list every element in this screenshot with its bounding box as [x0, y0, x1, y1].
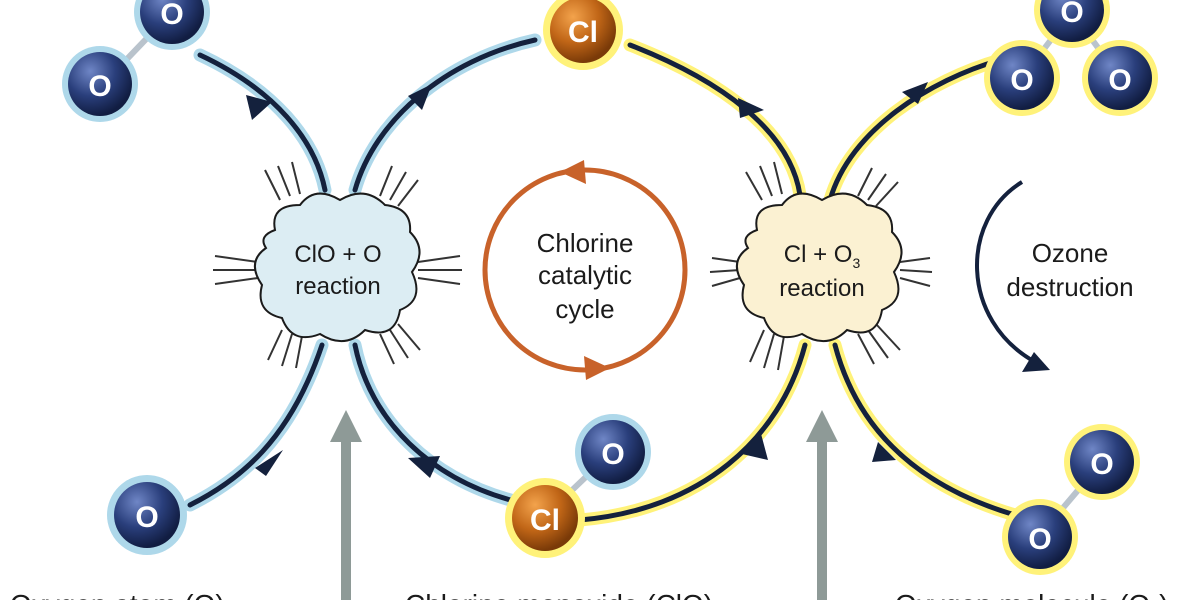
destruction-line2: destruction — [1006, 272, 1133, 302]
chlorine-atom-top: Cl — [543, 0, 623, 70]
arrowhead-clo-in — [408, 456, 440, 478]
oxygen-atom-label: O — [1010, 64, 1033, 97]
oxygen-atom-bottom-left: O — [107, 475, 187, 555]
chlorine-monoxide-molecule: O Cl — [505, 414, 651, 558]
chlorine-atom-label: Cl — [530, 504, 560, 537]
cycle-arrowhead-bottom — [584, 356, 610, 380]
arrowhead-cl-out — [408, 84, 432, 110]
oxygen-atom-label: O — [601, 438, 624, 471]
ozone-destruction: Ozone destruction — [975, 180, 1134, 372]
right-reaction-line1-sub: 3 — [852, 255, 860, 271]
cl-o3-reaction: Cl + O3 reaction — [709, 161, 933, 371]
oxygen-atom-label: O — [1108, 64, 1131, 97]
oxygen-atom-label: O — [1090, 448, 1113, 481]
arrowhead-clo-out — [742, 430, 768, 460]
right-reaction-line1-main: Cl + O — [784, 241, 853, 268]
arrowhead-cl-in — [738, 98, 764, 118]
left-reaction-line1: ClO + O — [294, 241, 381, 268]
sunlight-arrows — [330, 410, 838, 600]
arrowhead-o2-out-right — [872, 442, 896, 462]
oxygen-molecule-bottom-right: O O — [1002, 424, 1140, 575]
arrowhead-o2-out — [246, 95, 272, 120]
oxygen-atom-label: O — [1060, 0, 1083, 29]
right-reaction-line1: Cl + O3 — [784, 241, 861, 271]
cycle-arrowhead-top — [560, 160, 586, 184]
left-reaction-line2: reaction — [295, 273, 380, 300]
catalytic-cycle: Chlorine catalytic cycle — [482, 160, 688, 380]
oxygen-atom-label: O — [88, 70, 111, 103]
destruction-arrowhead — [1022, 352, 1050, 372]
chlorine-atom-label: Cl — [568, 16, 598, 49]
clo-o-reaction: ClO + O reaction — [213, 161, 462, 369]
oxygen-atom-label: O — [160, 0, 183, 31]
oxygen-molecule-top-left: O O — [62, 0, 210, 122]
ozone-molecule-top-right: O O O — [984, 0, 1158, 116]
right-reaction-cloud — [736, 192, 903, 342]
label-oxygen-molecule-main: Oxygen molecule (O — [895, 589, 1150, 600]
cycle-line3: cycle — [555, 294, 614, 324]
arrowhead-o3-in — [902, 82, 928, 104]
label-oxygen-molecule: Oxygen molecule (O2) — [895, 589, 1168, 600]
cycle-line1: Chlorine — [537, 228, 634, 258]
oxygen-atom-label: O — [135, 501, 158, 534]
cycle-line2: catalytic — [538, 260, 632, 290]
label-oxygen-molecule-close: ) — [1159, 589, 1168, 600]
right-reaction-line2: reaction — [779, 275, 864, 302]
label-chlorine-monoxide: Chlorine monoxide (ClO) — [405, 589, 713, 600]
label-oxygen-atom: Oxygen atom (O) — [10, 589, 225, 600]
arrowhead-o-in — [255, 450, 283, 476]
left-reaction-cloud — [254, 192, 421, 342]
destruction-line1: Ozone — [1032, 238, 1109, 268]
oxygen-atom-label: O — [1028, 523, 1051, 556]
path-arrowheads — [246, 82, 928, 478]
